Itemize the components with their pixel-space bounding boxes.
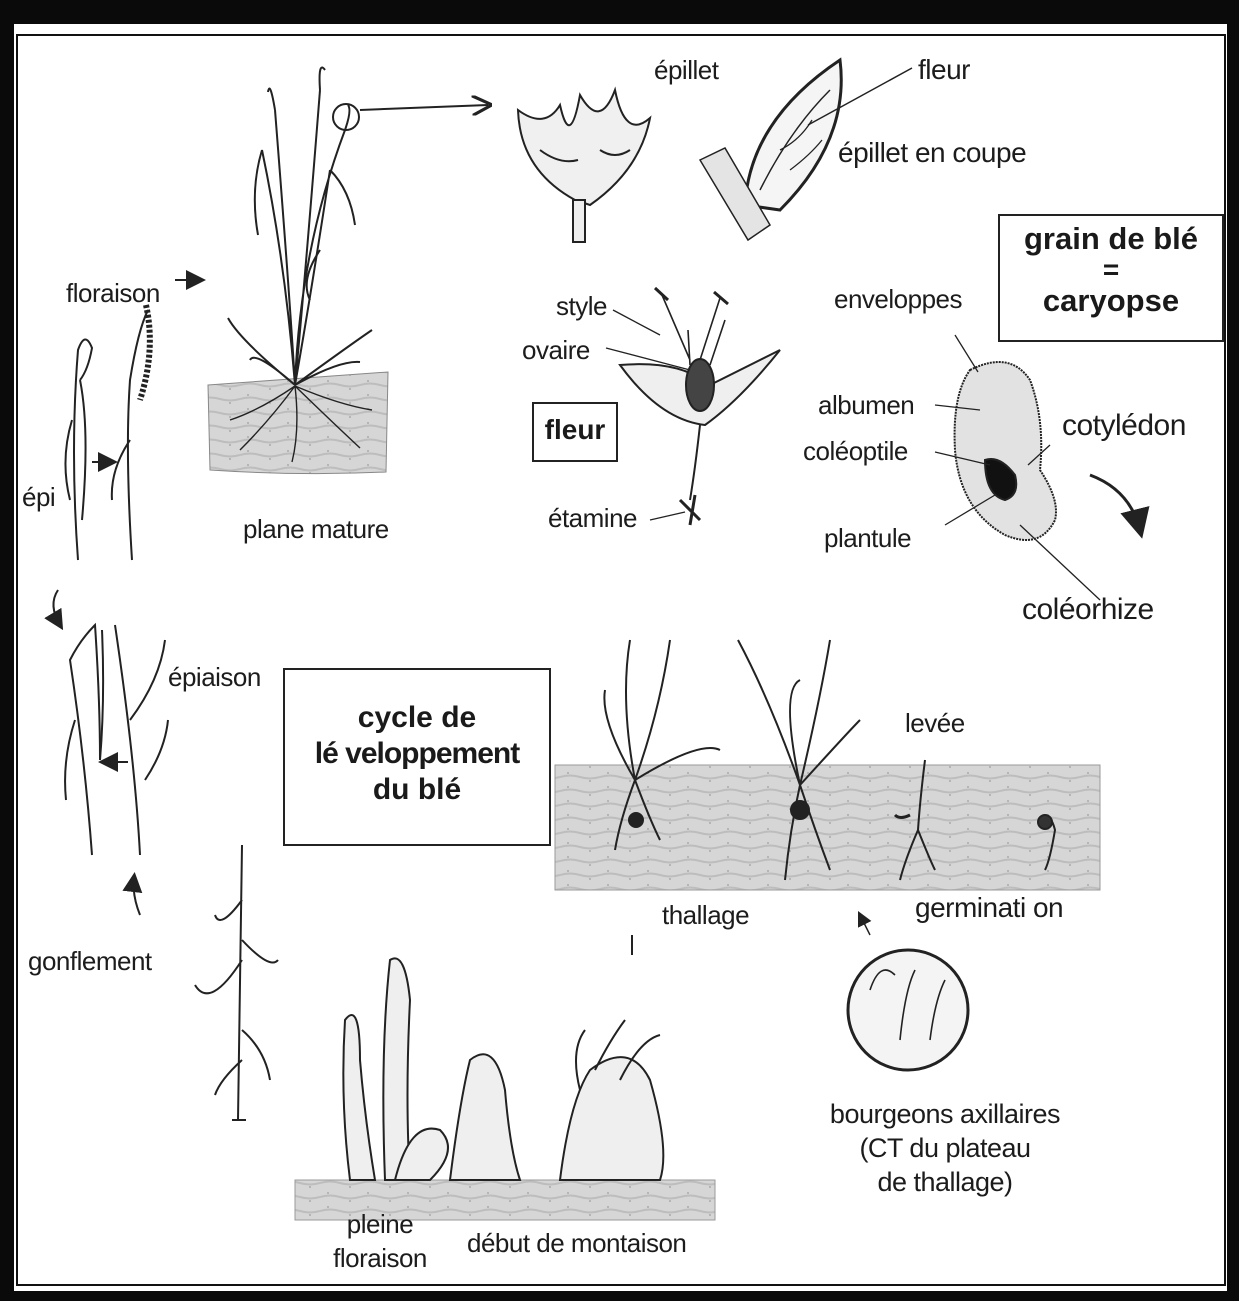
title-line1: cycle de (285, 700, 549, 736)
title-line3: du blé (285, 772, 549, 808)
label-pleine-line2: floraison (315, 1242, 445, 1276)
label-epillet-en-coupe: épillet en coupe (838, 138, 1026, 167)
grain-box-line2: = (1000, 256, 1222, 284)
label-debut-montaison: début de montaison (467, 1230, 686, 1257)
label-cotyledon: cotylédon (1062, 410, 1186, 442)
booting-illustration (195, 845, 278, 1120)
spikelet-illustration (518, 90, 650, 242)
label-plante-mature: plane mature (243, 516, 389, 543)
label-pleine-line1: pleine (315, 1208, 445, 1242)
label-coleoptile: coléoptile (803, 438, 908, 465)
label-pleine-floraison: pleine floraison (315, 1208, 445, 1276)
label-style: style (556, 293, 607, 320)
mature-plant-illustration (208, 68, 488, 474)
grain-definition-box: grain de blé = caryopse (998, 214, 1224, 342)
title-box: cycle de lé veloppement du blé (283, 668, 551, 846)
label-levee: levée (905, 710, 965, 737)
caryopse-illustration (935, 335, 1140, 600)
bottom-plants-illustration (343, 935, 663, 1180)
label-epiaison: épiaison (168, 664, 261, 691)
label-bourgeons-line1: bourgeons axillaires (795, 1098, 1095, 1132)
label-gonflement: gonflement (28, 948, 152, 975)
label-etamine: étamine (548, 505, 637, 532)
heading-stage-illustration (53, 280, 200, 625)
label-fleur-pointer: fleur (918, 55, 970, 84)
grain-box-line1: grain de blé (1000, 222, 1222, 256)
label-plantule: plantule (824, 525, 911, 552)
title-line2: lé veloppement (285, 736, 549, 772)
label-bourgeons-line2: (CT du plateau (795, 1132, 1095, 1166)
grain-box-line3: caryopse (1000, 284, 1222, 318)
label-albumen: albumen (818, 392, 914, 419)
flower-illustration (606, 288, 780, 525)
label-bourgeons-line3: de thallage) (795, 1166, 1095, 1200)
label-floraison: floraison (66, 280, 160, 307)
label-thallage: thallage (662, 902, 749, 929)
label-germination: germinati on (915, 893, 1063, 922)
label-ovaire: ovaire (522, 337, 590, 364)
axillary-buds-illustration (848, 915, 968, 1070)
label-epi: épi (22, 484, 55, 511)
fleur-box: fleur (532, 402, 618, 462)
label-epillet: épillet (654, 57, 718, 84)
label-bourgeons-block: bourgeons axillaires (CT du plateau de t… (795, 1098, 1095, 1199)
fleur-box-label: fleur (545, 414, 606, 445)
label-enveloppes: enveloppes (834, 286, 962, 313)
ear-emergence-illustration (65, 625, 168, 915)
label-coleorhize: coléorhize (1022, 594, 1154, 626)
